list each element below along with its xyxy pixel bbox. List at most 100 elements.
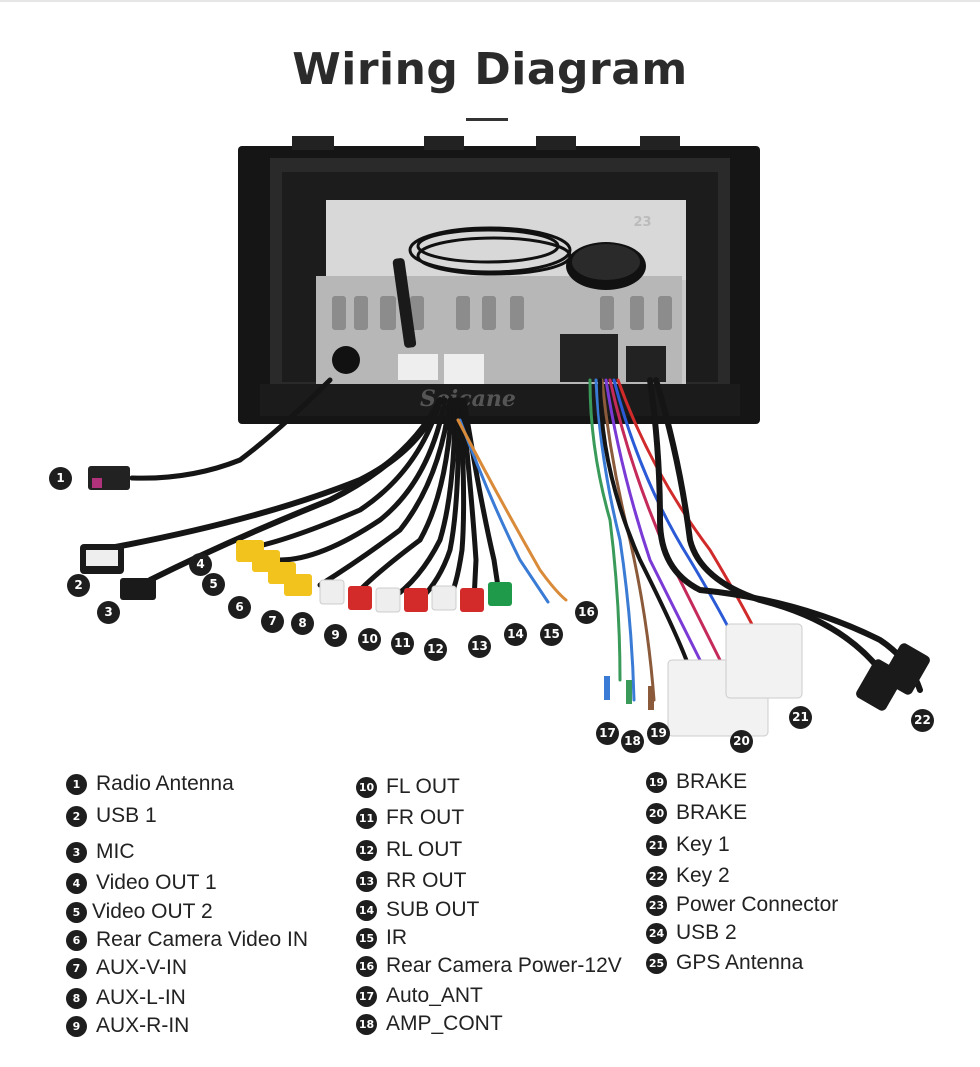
legend-label: MIC xyxy=(96,840,135,863)
legend-number: 2 xyxy=(66,805,87,827)
top-divider xyxy=(0,0,980,2)
legend-label: BRAKE xyxy=(676,770,748,793)
legend-label: USB 2 xyxy=(676,921,737,944)
callout-14: 14 xyxy=(504,623,527,646)
legend-number: 17 xyxy=(356,985,377,1007)
legend-label: RR OUT xyxy=(386,869,467,892)
title-underline xyxy=(466,118,508,121)
legend-number: 18 xyxy=(356,1013,377,1035)
callout-4: 4 xyxy=(189,553,212,576)
callout-22: 22 xyxy=(911,709,934,732)
callout-1: 1 xyxy=(49,467,72,490)
legend-label: SUB OUT xyxy=(386,898,480,921)
legend-item: 4 Video OUT 1 xyxy=(66,870,217,896)
legend-number: 8 xyxy=(66,987,87,1009)
legend-number: 24 xyxy=(646,922,667,944)
legend-number: 4 xyxy=(66,872,87,894)
legend-label: Rear Camera Power-12V xyxy=(386,954,622,977)
legend-item: 11 FR OUT xyxy=(356,805,464,831)
legend-number: 19 xyxy=(646,771,667,793)
legend-label: FL OUT xyxy=(386,775,460,798)
legend-item: 10 FL OUT xyxy=(356,774,460,800)
legend-item: 19 BRAKE xyxy=(646,769,747,795)
legend-label: AUX-V-IN xyxy=(96,956,188,979)
legend-item: 18 AMP_CONT xyxy=(356,1011,503,1037)
legend-label: Video OUT 2 xyxy=(92,900,213,923)
legend-number: 20 xyxy=(646,802,667,824)
legend-label: Key 1 xyxy=(676,833,730,856)
page-title: Wiring Diagram xyxy=(292,44,688,95)
legend-label: AUX-L-IN xyxy=(96,986,186,1009)
legend-number: 5 xyxy=(66,901,87,923)
legend-number: 25 xyxy=(646,952,667,974)
legend-item: 24 USB 2 xyxy=(646,920,737,946)
legend-number: 7 xyxy=(66,957,87,979)
legend-item: 6 Rear Camera Video IN xyxy=(66,927,308,953)
legend-item: 23 Power Connector xyxy=(646,892,838,918)
legend-label: AMP_CONT xyxy=(386,1012,503,1035)
legend-item: 14 SUB OUT xyxy=(356,897,479,923)
callout-2: 2 xyxy=(67,574,90,597)
legend-item: 12 RL OUT xyxy=(356,837,462,863)
callout-3: 3 xyxy=(97,601,120,624)
legend-item: 16 Rear Camera Power-12V xyxy=(356,953,622,979)
callout-13: 13 xyxy=(468,635,491,658)
legend-item: 22 Key 2 xyxy=(646,863,730,889)
legend-item: 7 AUX-V-IN xyxy=(66,955,187,981)
legend-label: IR xyxy=(386,926,407,949)
callout-19: 19 xyxy=(647,722,670,745)
legend-number: 10 xyxy=(356,776,377,798)
legend-item: 13 RR OUT xyxy=(356,868,467,894)
callout-5: 5 xyxy=(202,573,225,596)
legend-item: 9 AUX-R-IN xyxy=(66,1013,189,1039)
legend-number: 16 xyxy=(356,955,377,977)
legend-number: 1 xyxy=(66,773,87,795)
legend-item: 2 USB 1 xyxy=(66,803,157,829)
legend-item: 3 MIC xyxy=(66,839,135,865)
legend-number: 9 xyxy=(66,1015,87,1037)
wiring-photo: Seicane xyxy=(80,136,930,737)
legend-label: Radio Antenna xyxy=(96,772,234,795)
legend-number: 13 xyxy=(356,870,377,892)
legend-label: Rear Camera Video IN xyxy=(96,928,309,951)
legend-item: 1 Radio Antenna xyxy=(66,771,234,797)
legend-item: 15 IR xyxy=(356,925,407,951)
legend-label: RL OUT xyxy=(386,838,463,861)
legend-number: 21 xyxy=(646,834,667,856)
legend-number: 11 xyxy=(356,807,377,829)
callout-9: 9 xyxy=(324,624,347,647)
callout-11: 11 xyxy=(391,632,414,655)
legend-label: FR OUT xyxy=(386,806,465,829)
legend-label: Video OUT 1 xyxy=(96,871,217,894)
legend-number: 23 xyxy=(646,894,667,916)
head-unit: Seicane xyxy=(238,136,760,424)
legend-label: Power Connector xyxy=(676,893,839,916)
legend-label: USB 1 xyxy=(96,804,157,827)
callout-20: 20 xyxy=(730,730,753,753)
legend-number: 6 xyxy=(66,929,87,951)
callout-10: 10 xyxy=(358,628,381,651)
callout-18: 18 xyxy=(621,730,644,753)
legend-label: Key 2 xyxy=(676,864,730,887)
legend-label: BRAKE xyxy=(676,801,748,824)
callout-8: 8 xyxy=(291,612,314,635)
legend-item: 25 GPS Antenna xyxy=(646,950,803,976)
callout-17: 17 xyxy=(596,722,619,745)
legend-item: 21 Key 1 xyxy=(646,832,730,858)
callout-15: 15 xyxy=(540,623,563,646)
callout-12: 12 xyxy=(424,638,447,661)
legend-label: AUX-R-IN xyxy=(96,1014,190,1037)
legend-item: 8 AUX-L-IN xyxy=(66,985,186,1011)
callout-7: 7 xyxy=(261,610,284,633)
legend-number: 3 xyxy=(66,841,87,863)
legend-number: 15 xyxy=(356,927,377,949)
legend-label: GPS Antenna xyxy=(676,951,804,974)
callout-6: 6 xyxy=(228,596,251,619)
legend-item: 20 BRAKE xyxy=(646,800,747,826)
legend-number: 22 xyxy=(646,865,667,887)
callout-23: 23 xyxy=(633,215,652,230)
legend-number: 14 xyxy=(356,899,377,921)
legend-number: 12 xyxy=(356,839,377,861)
